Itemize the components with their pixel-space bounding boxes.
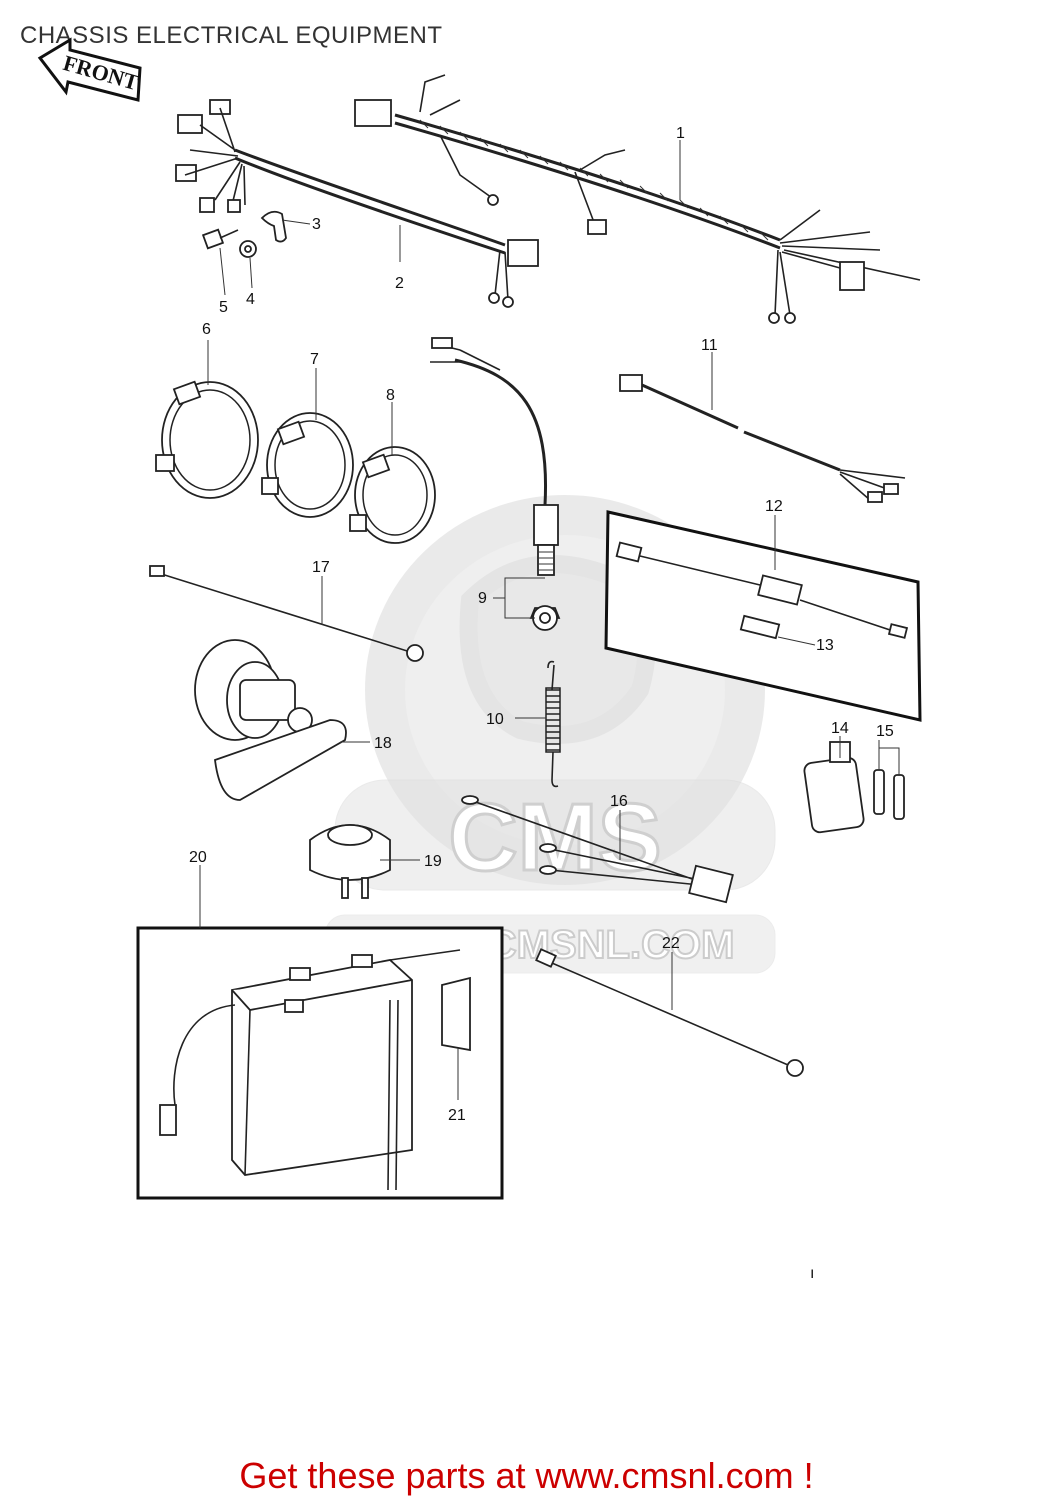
part-15-fuses xyxy=(873,769,905,820)
callout-20: 20 xyxy=(189,849,207,866)
part-3-clamp xyxy=(260,210,287,243)
callout-18: 18 xyxy=(374,735,392,752)
part-4-washer xyxy=(239,240,257,258)
callout-21: 21 xyxy=(448,1107,466,1124)
part-9-switch xyxy=(430,337,561,631)
page-title: CHASSIS ELECTRICAL EQUIPMENT xyxy=(20,22,443,49)
front-arrow-badge: FRONT xyxy=(37,37,142,102)
part-22-lead xyxy=(535,948,804,1077)
callout-5: 5 xyxy=(219,299,228,316)
get-parts-link[interactable]: Get these parts at www.cmsnl.com ! xyxy=(239,1455,814,1496)
callout-19: 19 xyxy=(424,853,442,870)
part-2-wiring-harness xyxy=(175,99,539,308)
callout-10: 10 xyxy=(486,711,504,728)
part-14-fuse-box xyxy=(803,741,865,834)
part-19-relay xyxy=(309,824,391,899)
callout-8: 8 xyxy=(386,387,395,404)
callout-6: 6 xyxy=(202,321,211,338)
callout-labels: 1 2 3 4 5 6 7 8 9 10 11 12 13 14 15 16 1… xyxy=(189,125,894,1282)
part-12-fuse-holder xyxy=(604,510,922,722)
callout-4: 4 xyxy=(246,291,255,308)
part-17-lead xyxy=(149,565,424,662)
callout-2: 2 xyxy=(395,275,404,292)
callout-13: 13 xyxy=(816,637,834,654)
part-6-band xyxy=(155,380,259,499)
callout-3: 3 xyxy=(312,216,321,233)
leader-lines xyxy=(199,140,900,1100)
part-1-wiring-harness xyxy=(354,74,921,324)
callout-17: 17 xyxy=(312,559,330,576)
part-8-band xyxy=(349,446,436,544)
callout-15: 15 xyxy=(876,723,894,740)
callout-7: 7 xyxy=(310,351,319,368)
part-11-lead xyxy=(619,374,906,503)
callout-22: 22 xyxy=(662,935,680,952)
part-21-sticker xyxy=(441,976,471,1052)
part-16-lead xyxy=(461,795,734,904)
callout-14: 14 xyxy=(831,720,849,737)
callout-9: 9 xyxy=(478,590,487,607)
watermark-logo-text: CMS xyxy=(448,784,661,891)
callout-1: 1 xyxy=(676,125,685,142)
part-7-band xyxy=(261,412,354,518)
part-20-battery xyxy=(136,926,504,1200)
part-5-bolt xyxy=(201,228,239,250)
callout-11: 11 xyxy=(701,337,718,354)
callout-16: 16 xyxy=(610,793,628,810)
part-18-horn xyxy=(194,639,347,801)
stray-mark: ı xyxy=(810,1265,814,1282)
part-10-spring xyxy=(545,660,561,788)
callout-12: 12 xyxy=(765,498,783,515)
part-13-fuse xyxy=(739,614,781,640)
